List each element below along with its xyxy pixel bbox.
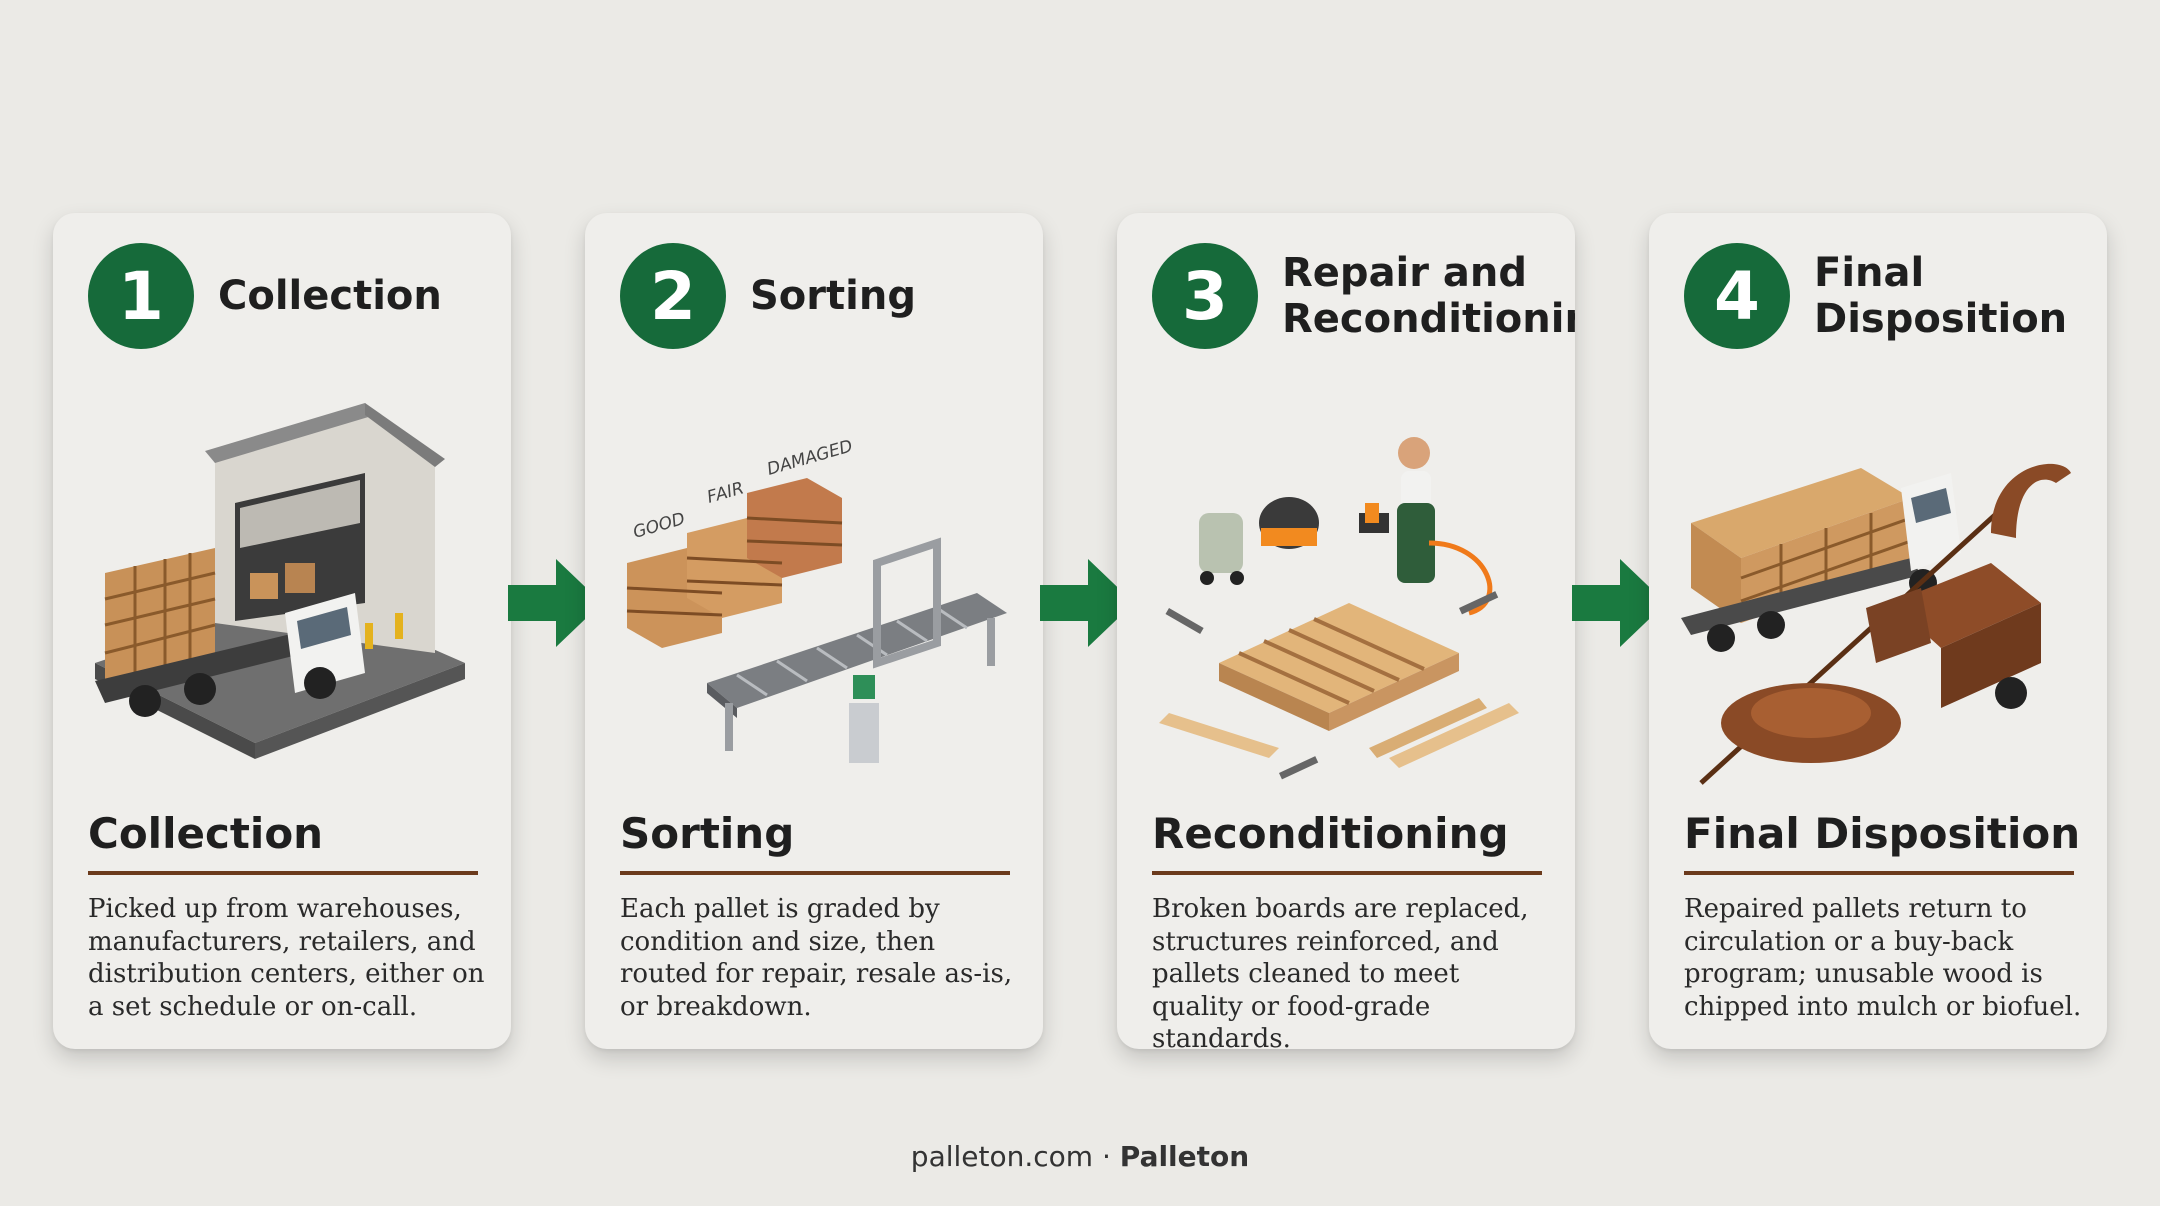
- footer-brand: Palleton: [1119, 1140, 1250, 1173]
- step-subtitle: Collection: [88, 809, 324, 858]
- step-subtitle: Reconditioning: [1152, 809, 1509, 858]
- step-subtitle: Final Disposition: [1684, 809, 2081, 858]
- step-title: Repair and Reconditioning: [1282, 250, 1575, 342]
- step-number-badge: 2: [620, 243, 726, 349]
- divider: [88, 871, 478, 875]
- footer-site: palleton.com: [910, 1140, 1094, 1173]
- step-description: Each pallet is graded by condition and s…: [620, 894, 1013, 1022]
- step-card-collection: 1 Collection Collection Picked up fro: [53, 213, 511, 1049]
- step-description: Broken boards are replaced, structures r…: [1152, 894, 1529, 1049]
- grade-label-damaged: DAMAGED: [765, 436, 855, 479]
- step-title-line: Repair and: [1282, 250, 1528, 296]
- step-title-line: Collection: [218, 273, 442, 319]
- step-description: Picked up from warehouses, manufacturers…: [88, 894, 485, 1022]
- footer-separator: ·: [1101, 1140, 1111, 1173]
- step-title-line: Final: [1814, 250, 1925, 296]
- step-header: 3 Repair and Reconditioning: [1152, 243, 1575, 349]
- step-title: Final Disposition: [1814, 250, 2067, 342]
- divider: [620, 871, 1010, 875]
- sorting-conveyor-icon: GOOD FAIR DAMAGED: [626, 436, 1007, 763]
- grade-label-fair: FAIR: [705, 478, 746, 507]
- divider: [1152, 871, 1542, 875]
- step-title: Sorting: [750, 273, 916, 319]
- truck-and-wood-chipper-icon: [1681, 463, 2071, 785]
- step-card-reconditioning: 3 Repair and Reconditioning Reconditioni…: [1117, 213, 1575, 1049]
- step-number-badge: 1: [88, 243, 194, 349]
- step-header: 2 Sorting: [620, 243, 1030, 349]
- step-header: 1 Collection: [88, 243, 498, 349]
- divider: [1684, 871, 2074, 875]
- warehouse-truck-icon: [95, 403, 465, 759]
- step-description: Repaired pallets return to circulation o…: [1684, 894, 2082, 1022]
- step-card-sorting: 2 Sorting GOOD FAIR DAMAGED Sorting Each…: [585, 213, 1043, 1049]
- step-title-line: Sorting: [750, 273, 916, 319]
- footer-credit: palleton.com · Palleton: [0, 1140, 2160, 1173]
- step-title: Collection: [218, 273, 442, 319]
- step-subtitle: Sorting: [620, 809, 795, 858]
- step-title-line: Disposition: [1814, 296, 2068, 342]
- arrow-right-icon: [1572, 559, 1666, 647]
- step-header: 4 Final Disposition: [1684, 243, 2094, 349]
- arrow-right-icon: [1040, 559, 1134, 647]
- step-number-badge: 4: [1684, 243, 1790, 349]
- step-title-line: Reconditioning: [1282, 296, 1575, 342]
- arrow-right-icon: [508, 559, 602, 647]
- grade-label-good: GOOD: [631, 509, 687, 543]
- step-card-final-disposition: 4 Final Disposition Final Disposition Re…: [1649, 213, 2107, 1049]
- step-number-badge: 3: [1152, 243, 1258, 349]
- pallet-repair-icon: [1159, 437, 1519, 780]
